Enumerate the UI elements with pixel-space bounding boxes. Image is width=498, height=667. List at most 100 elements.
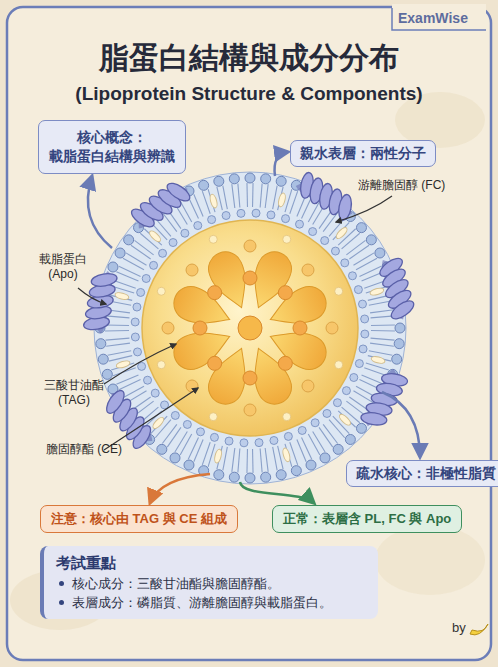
lipid-head	[183, 420, 191, 428]
lipid-tail	[371, 330, 395, 332]
cholesterol-molecule	[338, 413, 352, 427]
lipid-head	[229, 174, 239, 184]
lipid-tail	[353, 253, 374, 265]
lipid-head	[261, 174, 271, 184]
lipid-droplet	[209, 413, 217, 421]
apolipoprotein	[291, 168, 361, 225]
callout-arrow	[382, 392, 420, 457]
lipid-tail	[106, 343, 130, 346]
lipid-tail	[123, 386, 144, 398]
lipid-tail	[370, 343, 394, 346]
lipid-tail	[371, 324, 395, 326]
callout-arrow	[88, 176, 112, 248]
callout-box: 親水表層：兩性分子	[290, 140, 436, 167]
cholesteryl-ester	[193, 321, 207, 335]
lipid-tail	[369, 351, 393, 355]
lipid-head	[350, 374, 358, 382]
lipid-tail	[105, 330, 129, 332]
cholesteryl-ester	[243, 371, 257, 385]
cholesterol-molecule	[282, 447, 292, 462]
cholesteryl-ester	[243, 271, 257, 285]
leader-line	[104, 344, 176, 384]
page-frame	[7, 7, 491, 660]
box-text: 疏水核心：非極性脂質	[356, 464, 496, 483]
lipid-tail	[302, 197, 312, 219]
leader-line	[78, 288, 106, 304]
part-label: 膽固醇酯 (CE)	[46, 442, 122, 457]
lipid-tail	[108, 351, 132, 355]
lipid-tail	[180, 201, 192, 222]
lipid-head	[181, 229, 189, 237]
lipid-droplet	[157, 287, 165, 295]
lipid-head	[395, 323, 405, 333]
lipid-head	[208, 216, 216, 224]
cholesterol-molecule	[114, 291, 129, 300]
lipid-head	[348, 272, 356, 280]
lipid-tail	[238, 449, 240, 473]
lipid-head	[214, 470, 224, 480]
concept-box: 核心概念： 載脂蛋白結構與辨識	[38, 120, 186, 174]
panel-heading: 考試重點	[56, 553, 366, 572]
lipid-head	[323, 409, 331, 417]
lipid-head	[169, 239, 177, 247]
lipid-head	[361, 330, 369, 338]
lipid-head	[366, 235, 376, 245]
cholesterol-molecule	[213, 449, 222, 464]
leader-line	[104, 388, 198, 450]
lipid-tail	[188, 437, 198, 459]
lipid-tail	[202, 191, 210, 214]
lipid-head	[98, 354, 108, 364]
lipid-head	[342, 387, 350, 395]
lipid-head	[333, 399, 341, 407]
lipid-tail	[313, 431, 325, 452]
lipid-head	[355, 360, 363, 368]
phospholipid-tails	[105, 183, 395, 473]
lipid-head	[157, 444, 167, 454]
bullet-dot	[59, 581, 64, 586]
part-label: 三酸甘油酯 (TAG)	[32, 378, 116, 408]
banana-shape	[470, 624, 488, 635]
lipid-tail	[217, 187, 222, 210]
lipid-tail	[364, 368, 387, 376]
cholesteryl-ester	[238, 316, 262, 340]
cholesterol-molecule	[277, 192, 286, 207]
lipid-tail	[119, 266, 141, 276]
lipid-head	[392, 354, 402, 364]
lipid-tail	[188, 197, 198, 219]
note-box: 正常：表層含 PL, FC 與 Apo	[272, 505, 462, 533]
tab-gap	[392, 4, 486, 32]
phospholipid-heads	[95, 173, 405, 483]
lipid-tail	[359, 266, 381, 276]
tab-outline	[392, 8, 486, 30]
cholesteryl-ester	[278, 286, 292, 300]
lipid-head	[333, 444, 343, 454]
bullet-dot	[59, 600, 64, 605]
brand-mark: ExamWise	[398, 11, 468, 26]
lipid-tail	[131, 245, 151, 259]
lipid-tail	[126, 253, 147, 265]
summary-panel: 考試重點核心成分：三酸甘油酯與膽固醇酯。表層成分：磷脂質、游離膽固醇與載脂蛋白。	[40, 546, 378, 619]
part-label: 游離膽固醇 (FC)	[358, 178, 445, 193]
lipid-droplet	[209, 235, 217, 243]
leader-lines	[78, 152, 420, 503]
lipid-head	[282, 215, 290, 223]
lipid-tail	[202, 442, 210, 465]
lipid-head	[356, 423, 366, 433]
lipid-tail	[232, 184, 235, 208]
triglyceride-drop	[264, 281, 332, 335]
lipid-tail	[308, 434, 320, 455]
lipid-tail	[123, 258, 144, 270]
lipid-tail	[223, 447, 227, 471]
lipid-tail	[356, 258, 377, 270]
lipid-head	[96, 339, 106, 349]
lipid-head	[229, 472, 239, 482]
lipid-head	[356, 223, 366, 233]
lipid-tail	[319, 427, 333, 447]
title: 脂蛋白結構與成分分布 (Lipoprotein Structure & Comp…	[14, 40, 484, 112]
apo-coil	[90, 272, 118, 288]
lipid-tail	[252, 449, 254, 473]
lipid-head	[199, 180, 209, 190]
leader-line	[336, 196, 392, 222]
lipid-tail	[194, 440, 203, 462]
